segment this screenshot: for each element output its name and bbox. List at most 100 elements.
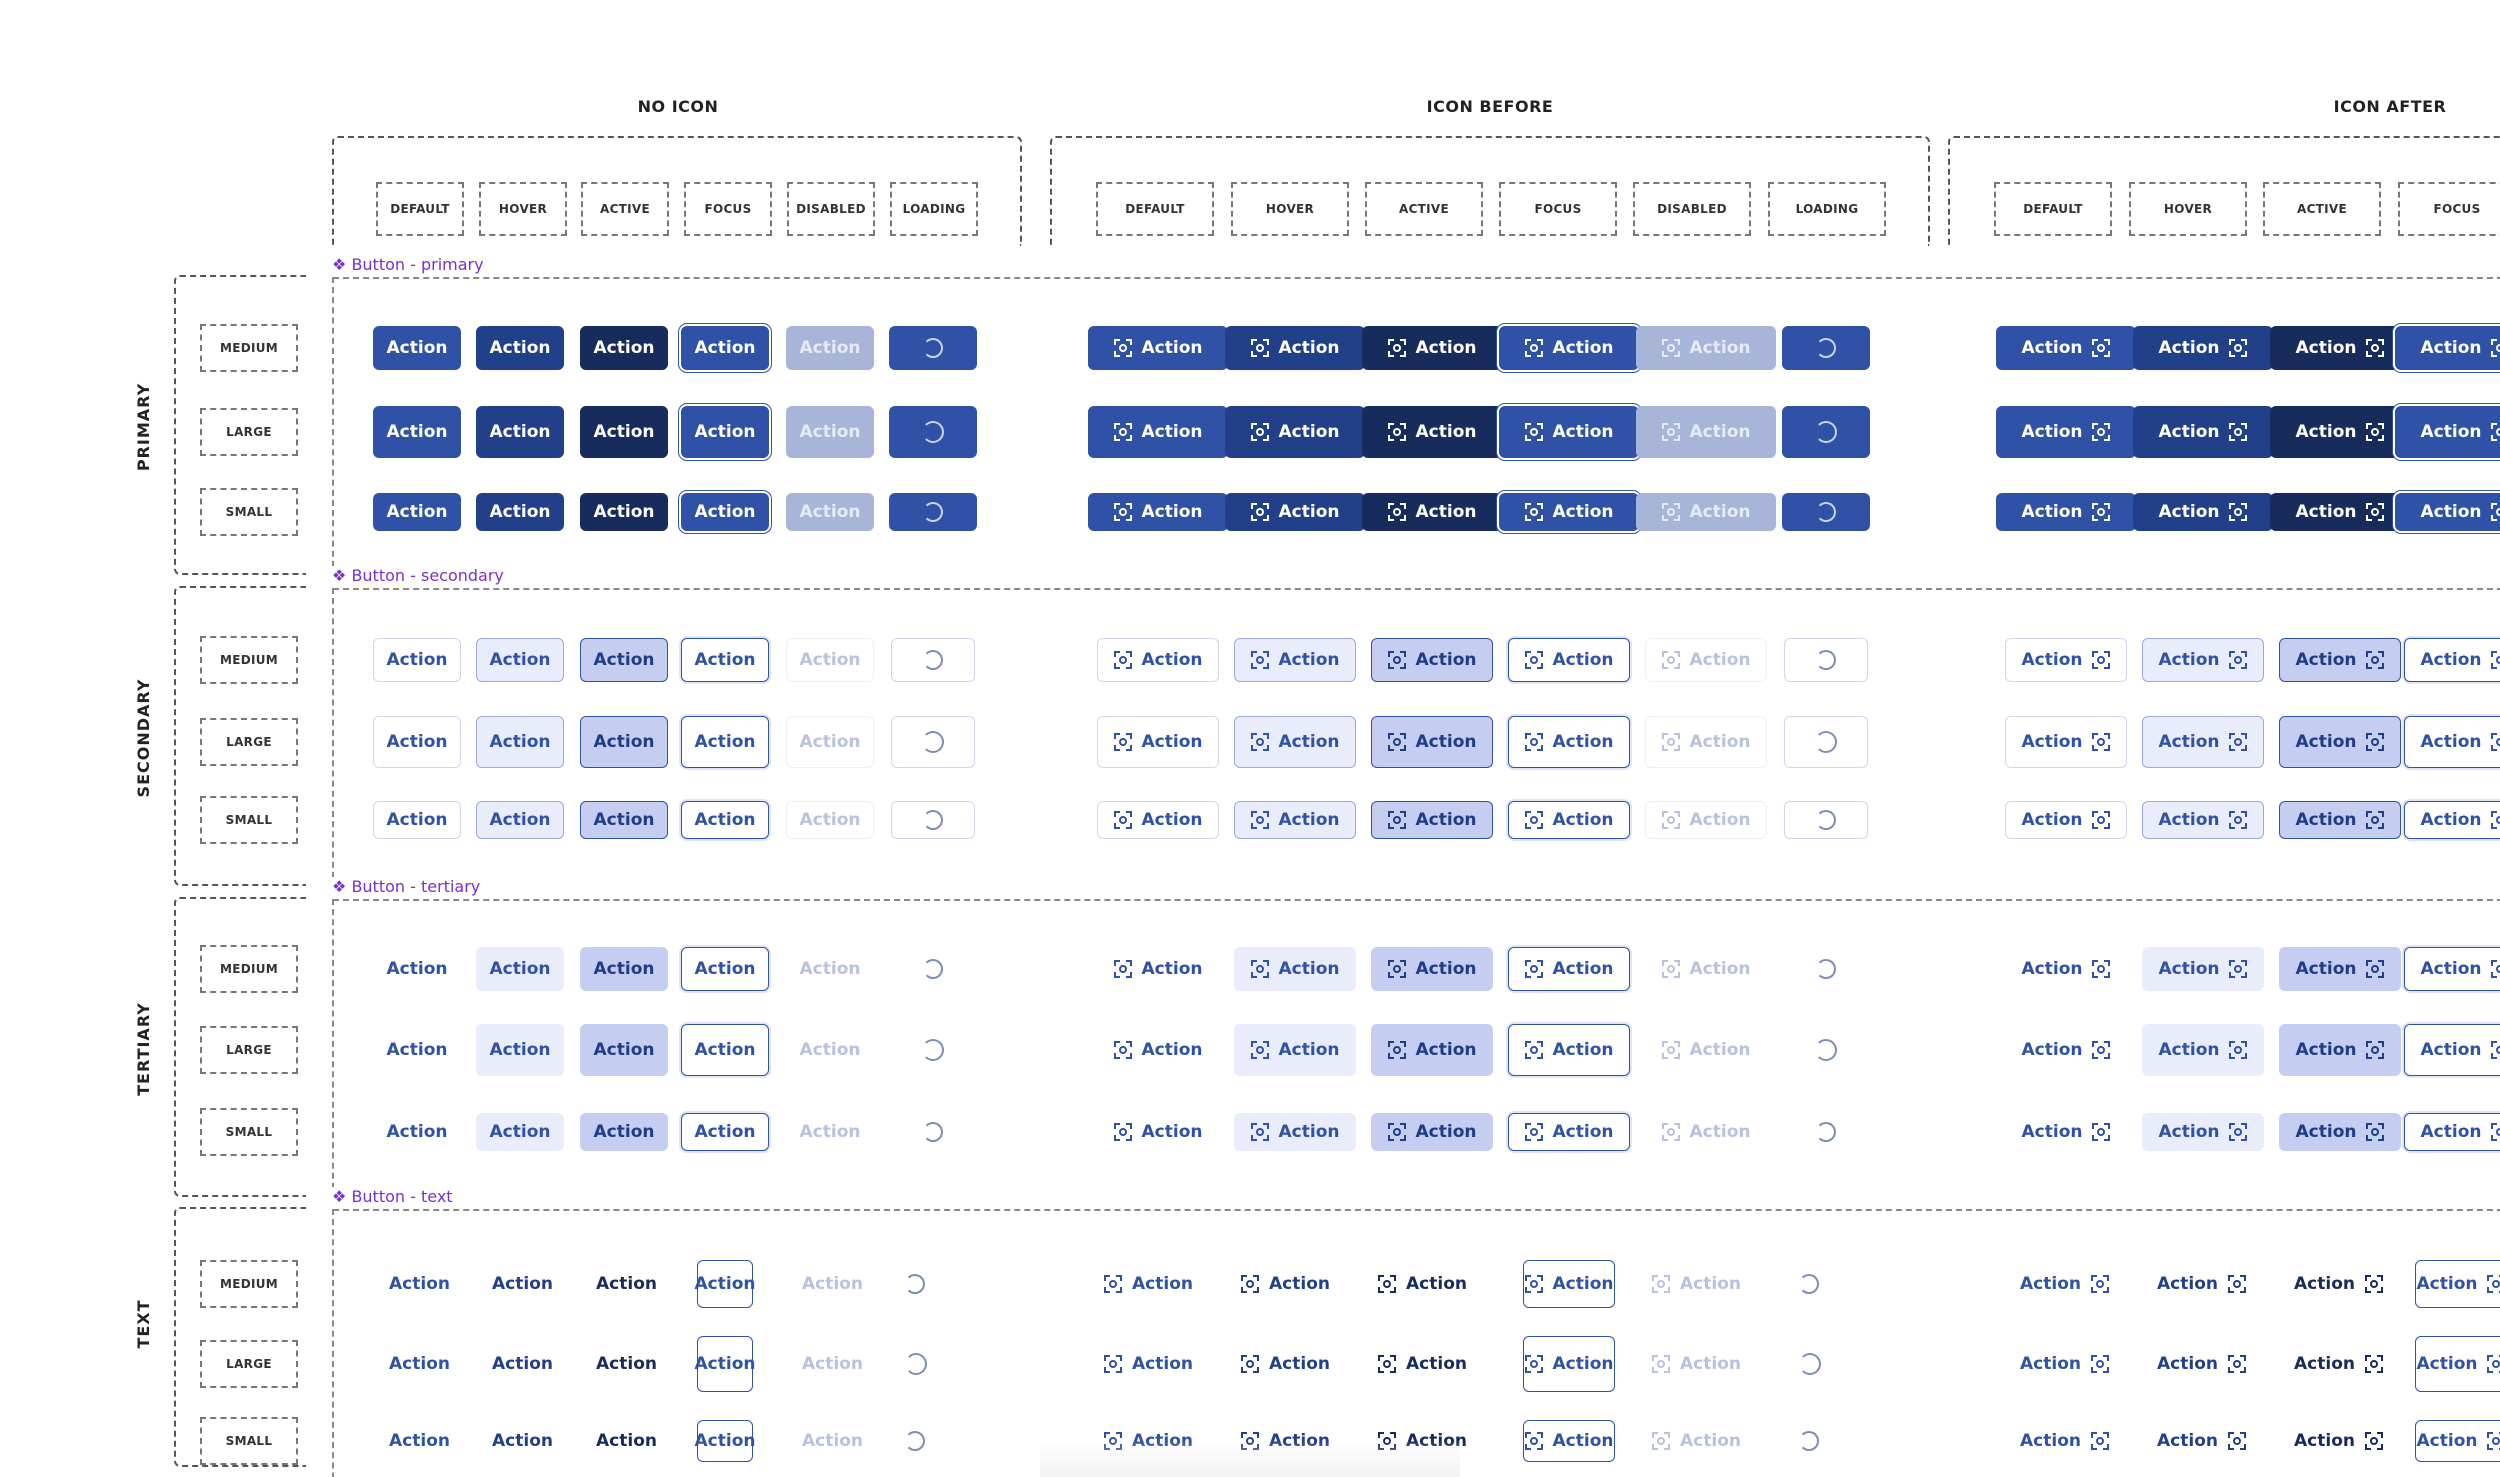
primary-active-small-icon-before-button[interactable]: Action [1362, 493, 1502, 531]
secondary-loading-medium-icon-before-button[interactable] [1784, 638, 1868, 682]
text-hover-medium-no-icon-button[interactable]: Action [488, 1260, 553, 1308]
primary-active-large-no-icon-button[interactable]: Action [580, 406, 668, 458]
secondary-default-large-no-icon-button[interactable]: Action [373, 716, 461, 768]
secondary-hover-large-icon-before-button[interactable]: Action [1234, 716, 1356, 768]
secondary-focus-large-no-icon-button[interactable]: Action [681, 716, 769, 768]
text-hover-medium-icon-after-button[interactable]: Action [2153, 1260, 2253, 1308]
text-default-medium-no-icon-button[interactable]: Action [385, 1260, 450, 1308]
secondary-default-small-icon-after-button[interactable]: Action [2005, 801, 2127, 839]
tertiary-hover-large-icon-after-button[interactable]: Action [2142, 1024, 2264, 1076]
text-hover-large-no-icon-button[interactable]: Action [488, 1336, 553, 1392]
tertiary-default-medium-icon-after-button[interactable]: Action [2005, 947, 2127, 991]
primary-focus-large-no-icon-button[interactable]: Action [681, 406, 769, 458]
secondary-hover-large-no-icon-button[interactable]: Action [476, 716, 564, 768]
primary-active-large-icon-after-button[interactable]: Action [2270, 406, 2410, 458]
primary-focus-small-icon-after-button[interactable]: Action [2395, 493, 2500, 531]
text-hover-small-icon-after-button[interactable]: Action [2153, 1420, 2253, 1462]
secondary-focus-medium-no-icon-button[interactable]: Action [681, 638, 769, 682]
tertiary-focus-medium-icon-after-button[interactable]: Action [2404, 947, 2500, 991]
primary-active-large-icon-before-button[interactable]: Action [1362, 406, 1502, 458]
tertiary-loading-medium-icon-before-button[interactable] [1811, 947, 1841, 991]
text-focus-large-icon-before-button[interactable]: Action [1523, 1336, 1615, 1392]
secondary-focus-medium-icon-before-button[interactable]: Action [1508, 638, 1630, 682]
secondary-hover-small-icon-before-button[interactable]: Action [1234, 801, 1356, 839]
text-focus-large-no-icon-button[interactable]: Action [695, 1336, 756, 1392]
text-hover-medium-icon-before-button[interactable]: Action [1237, 1260, 1337, 1308]
primary-focus-medium-icon-after-button[interactable]: Action [2395, 326, 2500, 370]
text-focus-medium-icon-before-button[interactable]: Action [1523, 1260, 1615, 1308]
text-default-small-icon-after-button[interactable]: Action [2016, 1420, 2116, 1462]
secondary-default-medium-icon-after-button[interactable]: Action [2005, 638, 2127, 682]
text-loading-large-icon-before-button[interactable] [1795, 1336, 1825, 1392]
text-focus-small-icon-after-button[interactable]: Action [2415, 1420, 2500, 1462]
primary-focus-small-icon-before-button[interactable]: Action [1499, 493, 1639, 531]
primary-focus-medium-icon-before-button[interactable]: Action [1499, 326, 1639, 370]
tertiary-loading-large-icon-before-button[interactable] [1811, 1024, 1841, 1076]
text-active-small-no-icon-button[interactable]: Action [592, 1420, 657, 1462]
primary-loading-medium-icon-before-button[interactable] [1782, 326, 1870, 370]
primary-default-large-no-icon-button[interactable]: Action [373, 406, 461, 458]
tertiary-active-small-icon-after-button[interactable]: Action [2279, 1113, 2401, 1151]
primary-default-large-icon-after-button[interactable]: Action [1996, 406, 2136, 458]
primary-loading-medium-no-icon-button[interactable] [889, 326, 977, 370]
secondary-hover-medium-icon-before-button[interactable]: Action [1234, 638, 1356, 682]
tertiary-default-small-icon-after-button[interactable]: Action [2005, 1113, 2127, 1151]
primary-default-medium-no-icon-button[interactable]: Action [373, 326, 461, 370]
text-hover-large-icon-before-button[interactable]: Action [1237, 1336, 1337, 1392]
tertiary-loading-small-no-icon-button[interactable] [918, 1113, 948, 1151]
tertiary-default-medium-no-icon-button[interactable]: Action [373, 947, 461, 991]
tertiary-focus-large-icon-after-button[interactable]: Action [2404, 1024, 2500, 1076]
tertiary-focus-medium-no-icon-button[interactable]: Action [681, 947, 769, 991]
tertiary-active-small-no-icon-button[interactable]: Action [580, 1113, 668, 1151]
tertiary-active-large-icon-before-button[interactable]: Action [1371, 1024, 1493, 1076]
secondary-hover-medium-icon-after-button[interactable]: Action [2142, 638, 2264, 682]
text-active-medium-icon-after-button[interactable]: Action [2290, 1260, 2390, 1308]
tertiary-focus-small-no-icon-button[interactable]: Action [681, 1113, 769, 1151]
primary-loading-small-icon-before-button[interactable] [1782, 493, 1870, 531]
secondary-hover-medium-no-icon-button[interactable]: Action [476, 638, 564, 682]
secondary-focus-small-no-icon-button[interactable]: Action [681, 801, 769, 839]
tertiary-loading-medium-no-icon-button[interactable] [918, 947, 948, 991]
text-hover-small-no-icon-button[interactable]: Action [488, 1420, 553, 1462]
secondary-loading-medium-no-icon-button[interactable] [891, 638, 975, 682]
tertiary-hover-medium-no-icon-button[interactable]: Action [476, 947, 564, 991]
primary-default-small-no-icon-button[interactable]: Action [373, 493, 461, 531]
primary-hover-large-no-icon-button[interactable]: Action [476, 406, 564, 458]
secondary-default-medium-no-icon-button[interactable]: Action [373, 638, 461, 682]
primary-hover-medium-icon-before-button[interactable]: Action [1225, 326, 1365, 370]
primary-hover-small-icon-before-button[interactable]: Action [1225, 493, 1365, 531]
secondary-default-small-no-icon-button[interactable]: Action [373, 801, 461, 839]
text-loading-medium-no-icon-button[interactable] [901, 1260, 931, 1308]
secondary-focus-large-icon-after-button[interactable]: Action [2404, 716, 2500, 768]
text-hover-large-icon-after-button[interactable]: Action [2153, 1336, 2253, 1392]
tertiary-focus-small-icon-before-button[interactable]: Action [1508, 1113, 1630, 1151]
text-default-small-no-icon-button[interactable]: Action [385, 1420, 450, 1462]
primary-active-medium-icon-after-button[interactable]: Action [2270, 326, 2410, 370]
primary-loading-large-icon-before-button[interactable] [1782, 406, 1870, 458]
primary-hover-large-icon-before-button[interactable]: Action [1225, 406, 1365, 458]
primary-default-small-icon-after-button[interactable]: Action [1996, 493, 2136, 531]
text-loading-small-no-icon-button[interactable] [901, 1420, 931, 1462]
secondary-default-medium-icon-before-button[interactable]: Action [1097, 638, 1219, 682]
tertiary-active-small-icon-before-button[interactable]: Action [1371, 1113, 1493, 1151]
tertiary-default-large-icon-after-button[interactable]: Action [2005, 1024, 2127, 1076]
tertiary-focus-large-icon-before-button[interactable]: Action [1508, 1024, 1630, 1076]
primary-loading-small-no-icon-button[interactable] [889, 493, 977, 531]
secondary-default-small-icon-before-button[interactable]: Action [1097, 801, 1219, 839]
primary-focus-large-icon-after-button[interactable]: Action [2395, 406, 2500, 458]
text-default-medium-icon-before-button[interactable]: Action [1100, 1260, 1200, 1308]
primary-active-medium-icon-before-button[interactable]: Action [1362, 326, 1502, 370]
text-loading-large-no-icon-button[interactable] [901, 1336, 931, 1392]
secondary-active-small-icon-before-button[interactable]: Action [1371, 801, 1493, 839]
tertiary-loading-large-no-icon-button[interactable] [918, 1024, 948, 1076]
tertiary-default-small-no-icon-button[interactable]: Action [373, 1113, 461, 1151]
text-active-medium-icon-before-button[interactable]: Action [1374, 1260, 1474, 1308]
tertiary-focus-small-icon-after-button[interactable]: Action [2404, 1113, 2500, 1151]
tertiary-default-large-icon-before-button[interactable]: Action [1097, 1024, 1219, 1076]
tertiary-focus-large-no-icon-button[interactable]: Action [681, 1024, 769, 1076]
secondary-focus-small-icon-after-button[interactable]: Action [2404, 801, 2500, 839]
secondary-loading-large-icon-before-button[interactable] [1784, 716, 1868, 768]
text-active-large-icon-after-button[interactable]: Action [2290, 1336, 2390, 1392]
secondary-focus-small-icon-before-button[interactable]: Action [1508, 801, 1630, 839]
secondary-active-medium-icon-before-button[interactable]: Action [1371, 638, 1493, 682]
